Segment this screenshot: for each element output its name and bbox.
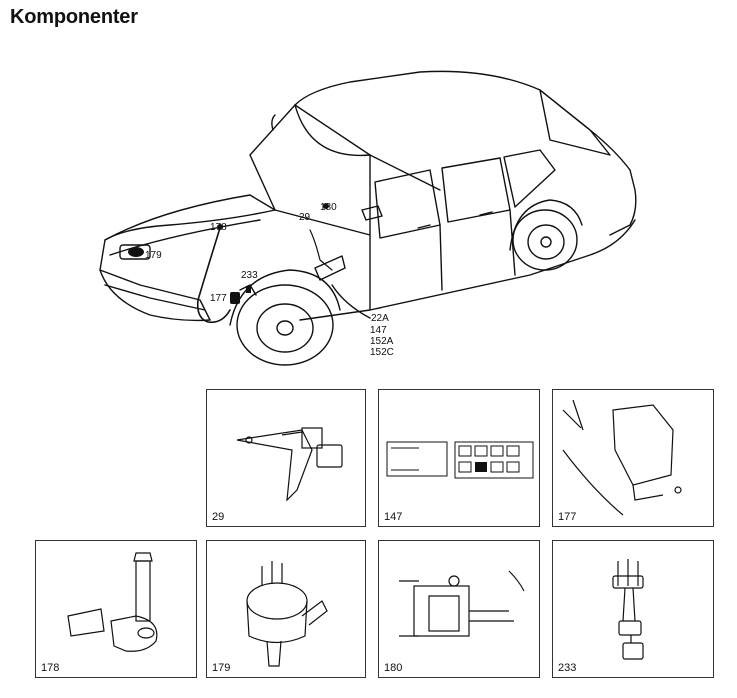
panel-179: 179 [206,540,366,678]
panel-178: 178 [35,540,197,678]
callout-147: 147 [370,325,387,336]
callout-180: 180 [320,202,337,213]
callout-152c: 152C [370,347,394,358]
panel-label: 177 [558,511,577,523]
relay-177-drawing [562,399,682,516]
panel-label: 180 [384,662,403,674]
callout-29: 29 [299,212,311,223]
fusebox-147-drawing [386,441,534,479]
callout-152a: 152A [370,336,394,347]
panel-177: 177 [552,389,714,527]
panel-29: 29 [206,389,366,527]
switch-29-drawing [236,427,343,502]
panel-233: 233 [552,540,714,678]
valve-179-drawing [246,561,328,667]
switch-180-drawing [399,570,525,637]
panel-label: 179 [212,662,231,674]
connector-233-drawing [612,559,644,660]
car-drawing [99,70,637,366]
car-illustration [70,60,650,370]
panel-label: 147 [384,511,403,523]
panel-label: 178 [41,662,60,674]
callout-177: 177 [210,293,227,304]
panel-label: 233 [558,662,577,674]
callout-22a: 22A [371,313,389,324]
panel-180: 180 [378,540,540,678]
callout-178: 178 [210,222,227,233]
sensor-178-drawing [67,552,158,652]
callout-179: 179 [145,250,162,261]
panel-147: 147 [378,389,540,527]
panel-label: 29 [212,511,225,523]
page-title: Komponenter [10,6,138,28]
callout-233: 233 [241,270,258,281]
